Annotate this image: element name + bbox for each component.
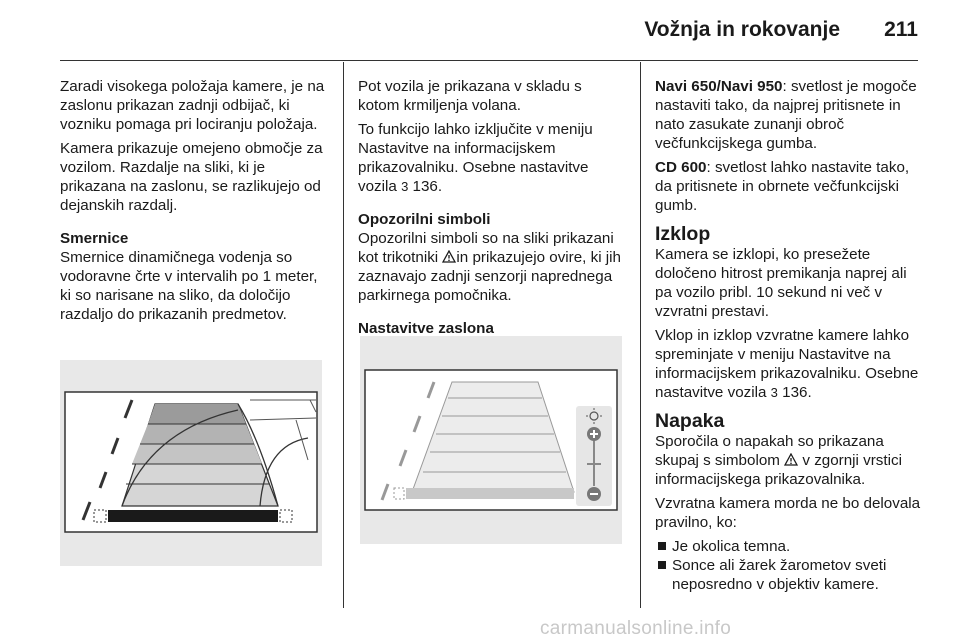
- guidelines-figure: [60, 360, 322, 566]
- page-arrow-icon: 3: [770, 385, 778, 400]
- warning-triangle-icon: [784, 453, 799, 466]
- paragraph: Kamera prikazuje omejeno območje za vozi…: [60, 140, 323, 214]
- column-rule-1: [343, 62, 344, 608]
- column-3: Navi 650/Navi 950: svetlost je mogoče na…: [655, 77, 923, 594]
- paragraph: Zaradi visokega položaja kamere, je na z…: [60, 78, 325, 133]
- section-heading-izklop: Izklop: [655, 223, 711, 245]
- column-2: Pot vozila je prikazana v skladu s kotom…: [358, 77, 626, 338]
- warning-triangle-icon: [442, 250, 457, 263]
- display-settings-figure: [360, 336, 622, 544]
- section-heading: Opozorilni simboli: [358, 211, 491, 228]
- paragraph: Opozorilni simboli so na sliki prikazani…: [358, 230, 622, 304]
- page-number: 211: [884, 18, 918, 41]
- paragraph: To funkcijo lahko izključite v meniju Na…: [358, 121, 593, 195]
- page-arrow-icon: 3: [401, 179, 409, 194]
- column-rule-2: [640, 62, 641, 608]
- bullet-icon: [658, 542, 666, 550]
- paragraph: Pot vozila je prikazana v skladu s kotom…: [358, 78, 582, 114]
- watermark: carmanualsonline.info: [540, 618, 732, 639]
- paragraph: Vklop in izklop vzvratne kamere lahko sp…: [655, 327, 919, 401]
- paragraph: Kamera se izklopi, ko presežete določeno…: [655, 246, 907, 320]
- header-rule: [60, 60, 918, 61]
- section-heading: Smernice: [60, 230, 129, 247]
- column-1: Zaradi visokega položaja kamere, je na z…: [60, 77, 328, 329]
- paragraph: CD 600: svetlost lahko nastavite tako, d…: [655, 159, 910, 214]
- paragraph: Vzvratna kamera morda ne bo delovala pra…: [655, 495, 921, 531]
- section-heading: Nastavitve zaslona: [358, 320, 494, 337]
- list-item: Sonce ali žarek žarometov sveti neposred…: [655, 556, 923, 594]
- paragraph: Smernice dinamičnega vodenja so vodoravn…: [60, 249, 318, 323]
- paragraph: Navi 650/Navi 950: svetlost je mogoče na…: [655, 78, 917, 152]
- bullet-icon: [658, 561, 666, 569]
- section-heading-napaka: Napaka: [655, 410, 725, 432]
- header-title: Vožnja in rokovanje: [644, 18, 840, 41]
- list-item: Je okolica temna.: [655, 537, 923, 556]
- paragraph: Sporočila o napakah so prikazana skupaj …: [655, 433, 902, 488]
